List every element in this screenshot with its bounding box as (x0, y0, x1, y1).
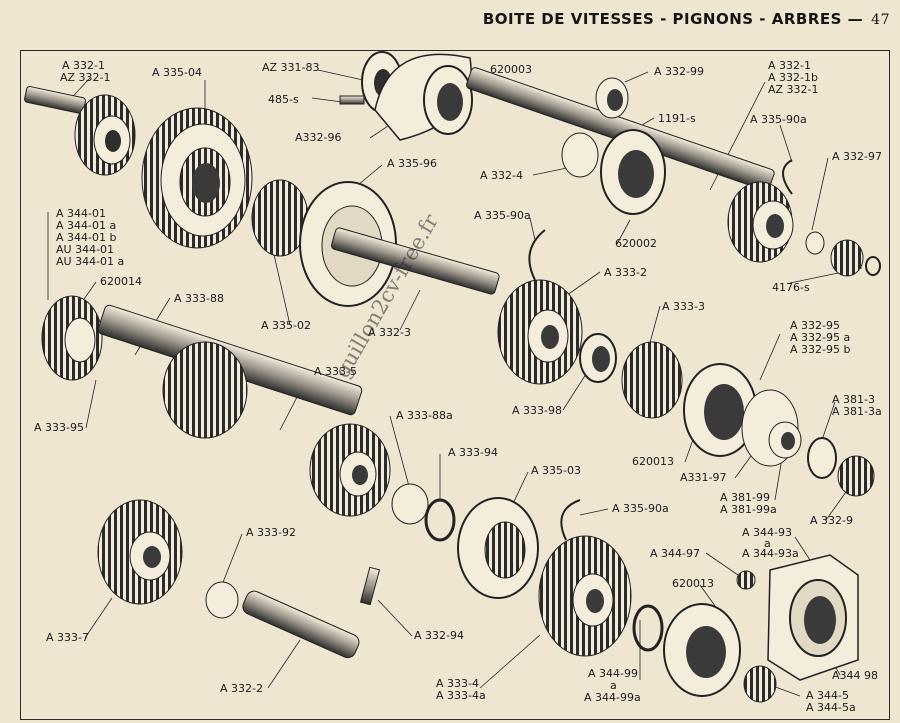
part-label: 620014 (100, 275, 142, 288)
part-label: A 344-93a (742, 547, 799, 560)
part-label: A 332-97 (832, 150, 882, 163)
page-number: 47 (871, 12, 890, 28)
part-label: A 344-99 (588, 667, 638, 680)
part-label: A 344-99a (584, 691, 641, 704)
part-label: A 344-97 (650, 547, 700, 560)
part-label: A 332-94 (414, 629, 464, 642)
part-label: A 335-90a (750, 113, 807, 126)
part-label: A332-96 (295, 131, 342, 144)
primary-shaft-end (24, 85, 86, 115)
part-label: a (610, 679, 617, 692)
part-label: A 333-88 (174, 292, 224, 305)
part-label: AZ 332-1 (768, 83, 819, 96)
part-label: A 335-02 (261, 319, 311, 332)
shim-a344-99 (632, 604, 664, 652)
part-label: A 335-90a (474, 209, 531, 222)
part-label: A 381-99 (720, 491, 770, 504)
part-label: A 332-1 (768, 59, 811, 72)
page-title: BOITE DE VITESSES - PIGNONS - ARBRES — (482, 10, 864, 28)
part-label: A 333-94 (448, 446, 498, 459)
part-label: A 344-01 a (56, 219, 117, 232)
part-label: A 381-3a (832, 405, 882, 418)
part-label: A 333-4 (436, 677, 479, 690)
part-label: AU 344-01 a (56, 255, 125, 268)
part-label: 620003 (490, 63, 532, 76)
shaft-a332-2 (242, 590, 360, 659)
part-label: A 335-96 (387, 157, 437, 170)
screw-a332-94 (359, 566, 381, 606)
bush-a333-88a (391, 483, 429, 525)
part-label: AZ 331-83 (262, 61, 320, 74)
part-label: A 332-4 (480, 169, 523, 182)
shaft-a332-3 (330, 227, 500, 295)
part-label: A 333-5 (314, 365, 357, 378)
part-label: A 335-04 (152, 66, 202, 79)
part-label: A 381-99a (720, 503, 777, 516)
part-label: A 332-1b (768, 71, 818, 84)
part-label: A 335-03 (531, 464, 581, 477)
part-label: A 344-93 (742, 526, 792, 539)
part-label: A 333-2 (604, 266, 647, 279)
part-label: A 344-01 b (56, 231, 117, 244)
part-label: A 333-98 (512, 404, 562, 417)
part-label: A 332-95 a (790, 331, 851, 344)
ring-a333-94 (424, 498, 456, 542)
part-label: A 333-92 (246, 526, 296, 539)
page-header: BOITE DE VITESSES - PIGNONS - ARBRES — 47 (0, 10, 890, 28)
part-label: A 381-3 (832, 393, 875, 406)
part-label: A 332-95 (790, 319, 840, 332)
part-label: A 332-95 b (790, 343, 851, 356)
part-label: 620002 (615, 237, 657, 250)
part-label: AZ 332-1 (60, 71, 111, 84)
diagram-frame (20, 50, 890, 720)
part-label: 1191-s (658, 112, 696, 125)
layshaft-gear-1 (162, 341, 248, 439)
gear-a333-3 (621, 341, 683, 419)
needle-bearing-a332-97 (830, 239, 864, 277)
part-label: 620013 (632, 455, 674, 468)
bush-a333-92 (205, 581, 239, 619)
washer-a381-3 (807, 437, 837, 479)
part-label: A331-97 (680, 471, 727, 484)
part-label: 485-s (268, 93, 299, 106)
part-label: A 344-5 (806, 689, 849, 702)
part-label: 4176-s (772, 281, 810, 294)
part-label: 620013 (672, 577, 714, 590)
nut-a332-9 (837, 455, 875, 497)
part-label: A 333-95 (34, 421, 84, 434)
part-label: A 333-3 (662, 300, 705, 313)
part-label: A 333-4a (436, 689, 486, 702)
part-label: A 332-2 (220, 682, 263, 695)
part-label: A 332-9 (810, 514, 853, 527)
part-label: A344 98 (832, 669, 879, 682)
part-label: AU 344-01 (56, 243, 115, 256)
part-label: A 344-5a (806, 701, 856, 714)
nut-a344-5 (743, 665, 777, 703)
part-label: A 344-01 (56, 207, 106, 220)
part-label: A 333-7 (46, 631, 89, 644)
part-label: A 332-3 (368, 326, 411, 339)
part-label: a (764, 537, 771, 550)
part-label: A 333-88a (396, 409, 453, 422)
part-label: A 335-90a (612, 502, 669, 515)
part-label: A 332-99 (654, 65, 704, 78)
part-label: A 332-1 (62, 59, 105, 72)
